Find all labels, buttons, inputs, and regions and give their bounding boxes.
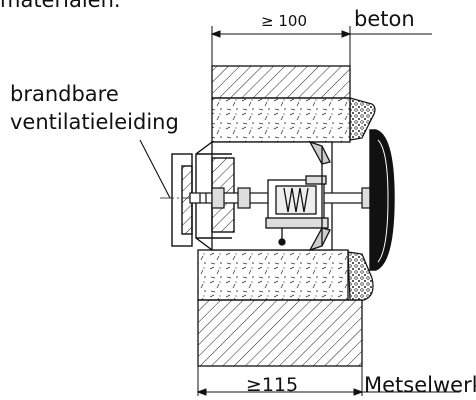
flammable-duct-label-line1: brandbare xyxy=(10,82,119,106)
leader-line xyxy=(139,139,171,199)
valve-blades xyxy=(308,140,331,252)
cut-off-text: materialen. xyxy=(0,0,121,12)
ventilation-duct xyxy=(171,153,193,247)
wall-lower xyxy=(197,249,363,367)
masonry-label: Metselwerk xyxy=(364,373,476,397)
flammable-duct-label-line2: ventilatieleiding xyxy=(10,110,179,134)
dimension-top-label: ≥ 100 xyxy=(261,12,307,30)
spring-bracket xyxy=(265,175,329,246)
fire-seal xyxy=(347,97,376,301)
dimension-bottom-label: ≥115 xyxy=(245,374,299,396)
outer-grille xyxy=(369,129,395,271)
dimension-bottom xyxy=(196,300,460,396)
flammable-duct-label: brandbare ventilatieleiding xyxy=(10,80,179,136)
wall-upper xyxy=(211,65,351,143)
concrete-label: beton xyxy=(354,7,415,31)
